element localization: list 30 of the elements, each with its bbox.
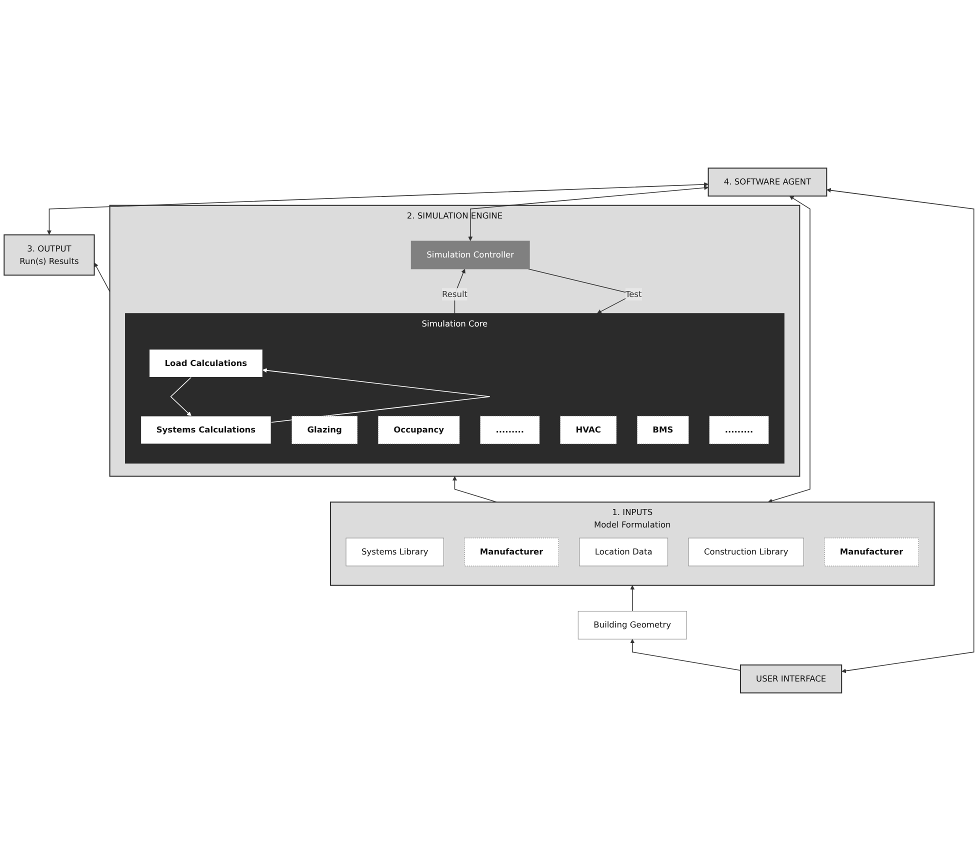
node-box: .........	[480, 416, 540, 445]
arrow	[452, 476, 498, 503]
node-box: Building Geometry	[578, 611, 687, 640]
arrow	[170, 377, 192, 417]
node-box: Construction Library	[688, 538, 804, 567]
node-box: Load Calculations	[149, 350, 263, 378]
node-box: Location Data	[579, 538, 668, 567]
arrow	[630, 639, 741, 672]
arrow	[262, 368, 490, 424]
arrow	[94, 263, 110, 292]
arrow	[826, 188, 974, 674]
edge-label: Test	[625, 290, 642, 300]
node-box: Systems Calculations	[140, 416, 272, 445]
node-box: USER INTERFACE	[740, 664, 842, 694]
arrow	[630, 586, 635, 612]
node-box: Simulation Controller	[410, 241, 530, 270]
arrow	[768, 196, 810, 504]
node-box: Glazing	[292, 416, 358, 445]
arrow	[468, 186, 709, 242]
node-box: BMS	[636, 416, 689, 445]
node-box: Manufacturer	[824, 538, 919, 567]
node-box: HVAC	[560, 416, 617, 445]
node-box: Manufacturer	[464, 538, 559, 567]
node-box: .........	[709, 416, 769, 445]
node-box: Occupancy	[378, 416, 460, 445]
edge-label: Result	[442, 290, 468, 300]
node-box: 4. SOFTWARE AGENT	[708, 168, 828, 198]
node-box: 3. OUTPUT Run(s) Results	[4, 234, 95, 276]
arrow	[46, 182, 709, 236]
node-box: Systems Library	[346, 538, 444, 567]
